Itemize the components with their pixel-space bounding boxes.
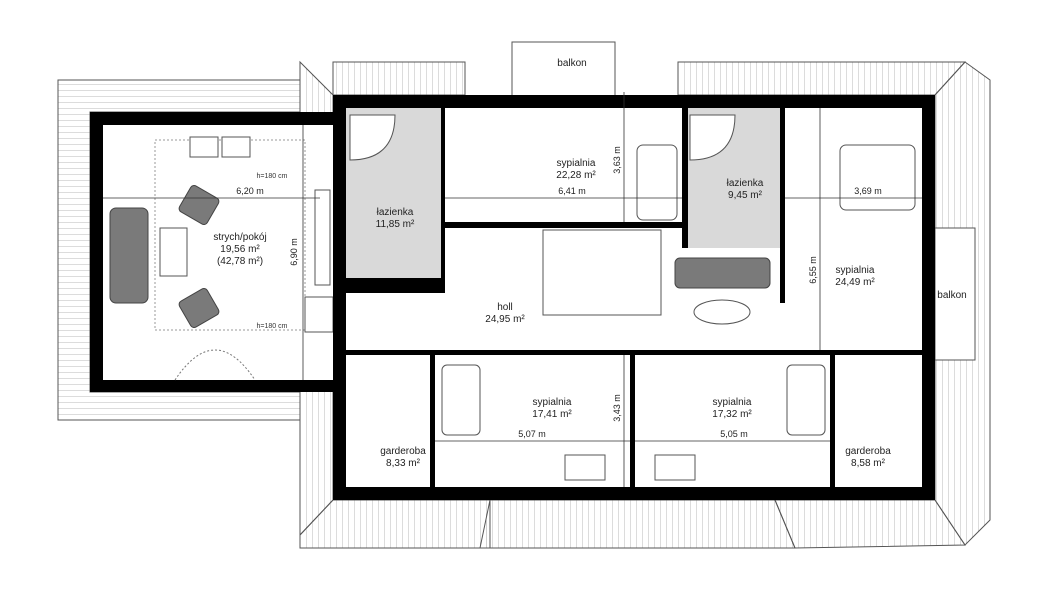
- room-area: 8,33 m²: [386, 458, 421, 469]
- main-building: 6,41 m 3,63 m 3,69 m 6,55 m 5,07 m 3,43 …: [333, 92, 935, 500]
- room-label: garderoba: [845, 446, 891, 457]
- stairs: [542, 229, 662, 316]
- room-area: 24,95 m²: [485, 314, 525, 325]
- room-label: sypialnia: [557, 158, 596, 169]
- bed: [839, 144, 916, 211]
- dim-bedroom1-width: 6,41 m: [558, 186, 586, 196]
- room-area: 24,49 m²: [835, 277, 875, 288]
- room-area: 19,56 m²: [220, 244, 260, 255]
- dim-attic-h-bottom: h=180 cm: [257, 323, 288, 330]
- dim-attic-depth: 6,90 m: [289, 238, 299, 266]
- sofa: [674, 257, 771, 289]
- room-label: sypialnia: [713, 397, 752, 408]
- dim-bedroom1-depth: 3,63 m: [612, 146, 622, 174]
- room-label: holl: [497, 302, 513, 313]
- room-label: strych/pokój: [213, 232, 266, 243]
- room-label: garderoba: [380, 446, 426, 457]
- room-label: łazienka: [727, 178, 764, 189]
- room-area: 17,41 m²: [532, 409, 572, 420]
- dim-bedroom-right-depth: 6,55 m: [808, 256, 818, 284]
- dim-attic-width: 6,20 m: [236, 186, 264, 196]
- balcony-top-label: balkon: [557, 58, 586, 69]
- room-area: 17,32 m²: [712, 409, 752, 420]
- dim-bedroom-right-width: 3,69 m: [854, 186, 882, 196]
- table: [693, 299, 751, 325]
- sofa: [109, 207, 149, 304]
- table: [159, 227, 188, 277]
- bed: [786, 364, 826, 436]
- room-area: 11,85 m²: [376, 219, 415, 230]
- dim-attic-h-top: h=180 cm: [257, 173, 288, 180]
- balcony-top: balkon: [511, 41, 616, 98]
- room-area: 9,45 m²: [728, 190, 763, 201]
- attic-room: 6,20 m 6,90 m h=180 cm h=180 cm strych/p…: [90, 112, 334, 392]
- room-label: sypialnia: [533, 397, 572, 408]
- room-label: łazienka: [377, 207, 414, 218]
- dim-bedroom-br-width: 5,05 m: [720, 429, 748, 439]
- room-label: sypialnia: [836, 265, 875, 276]
- room-area-extra: (42,78 m²): [217, 256, 263, 267]
- dim-bedroom-bl-depth: 3,43 m: [612, 394, 622, 422]
- dim-bedroom-bl-width: 5,07 m: [518, 429, 546, 439]
- room-area: 8,58 m²: [851, 458, 886, 469]
- room-area: 22,28 m²: [556, 170, 596, 181]
- balcony-right-label: balkon: [937, 290, 966, 301]
- armchair: [178, 287, 220, 329]
- bed: [441, 364, 481, 436]
- armchair: [178, 184, 220, 226]
- balcony-right: balkon: [934, 227, 976, 361]
- room-labels: łazienka 11,85 m² sypialnia 22,28 m² łaz…: [376, 158, 892, 469]
